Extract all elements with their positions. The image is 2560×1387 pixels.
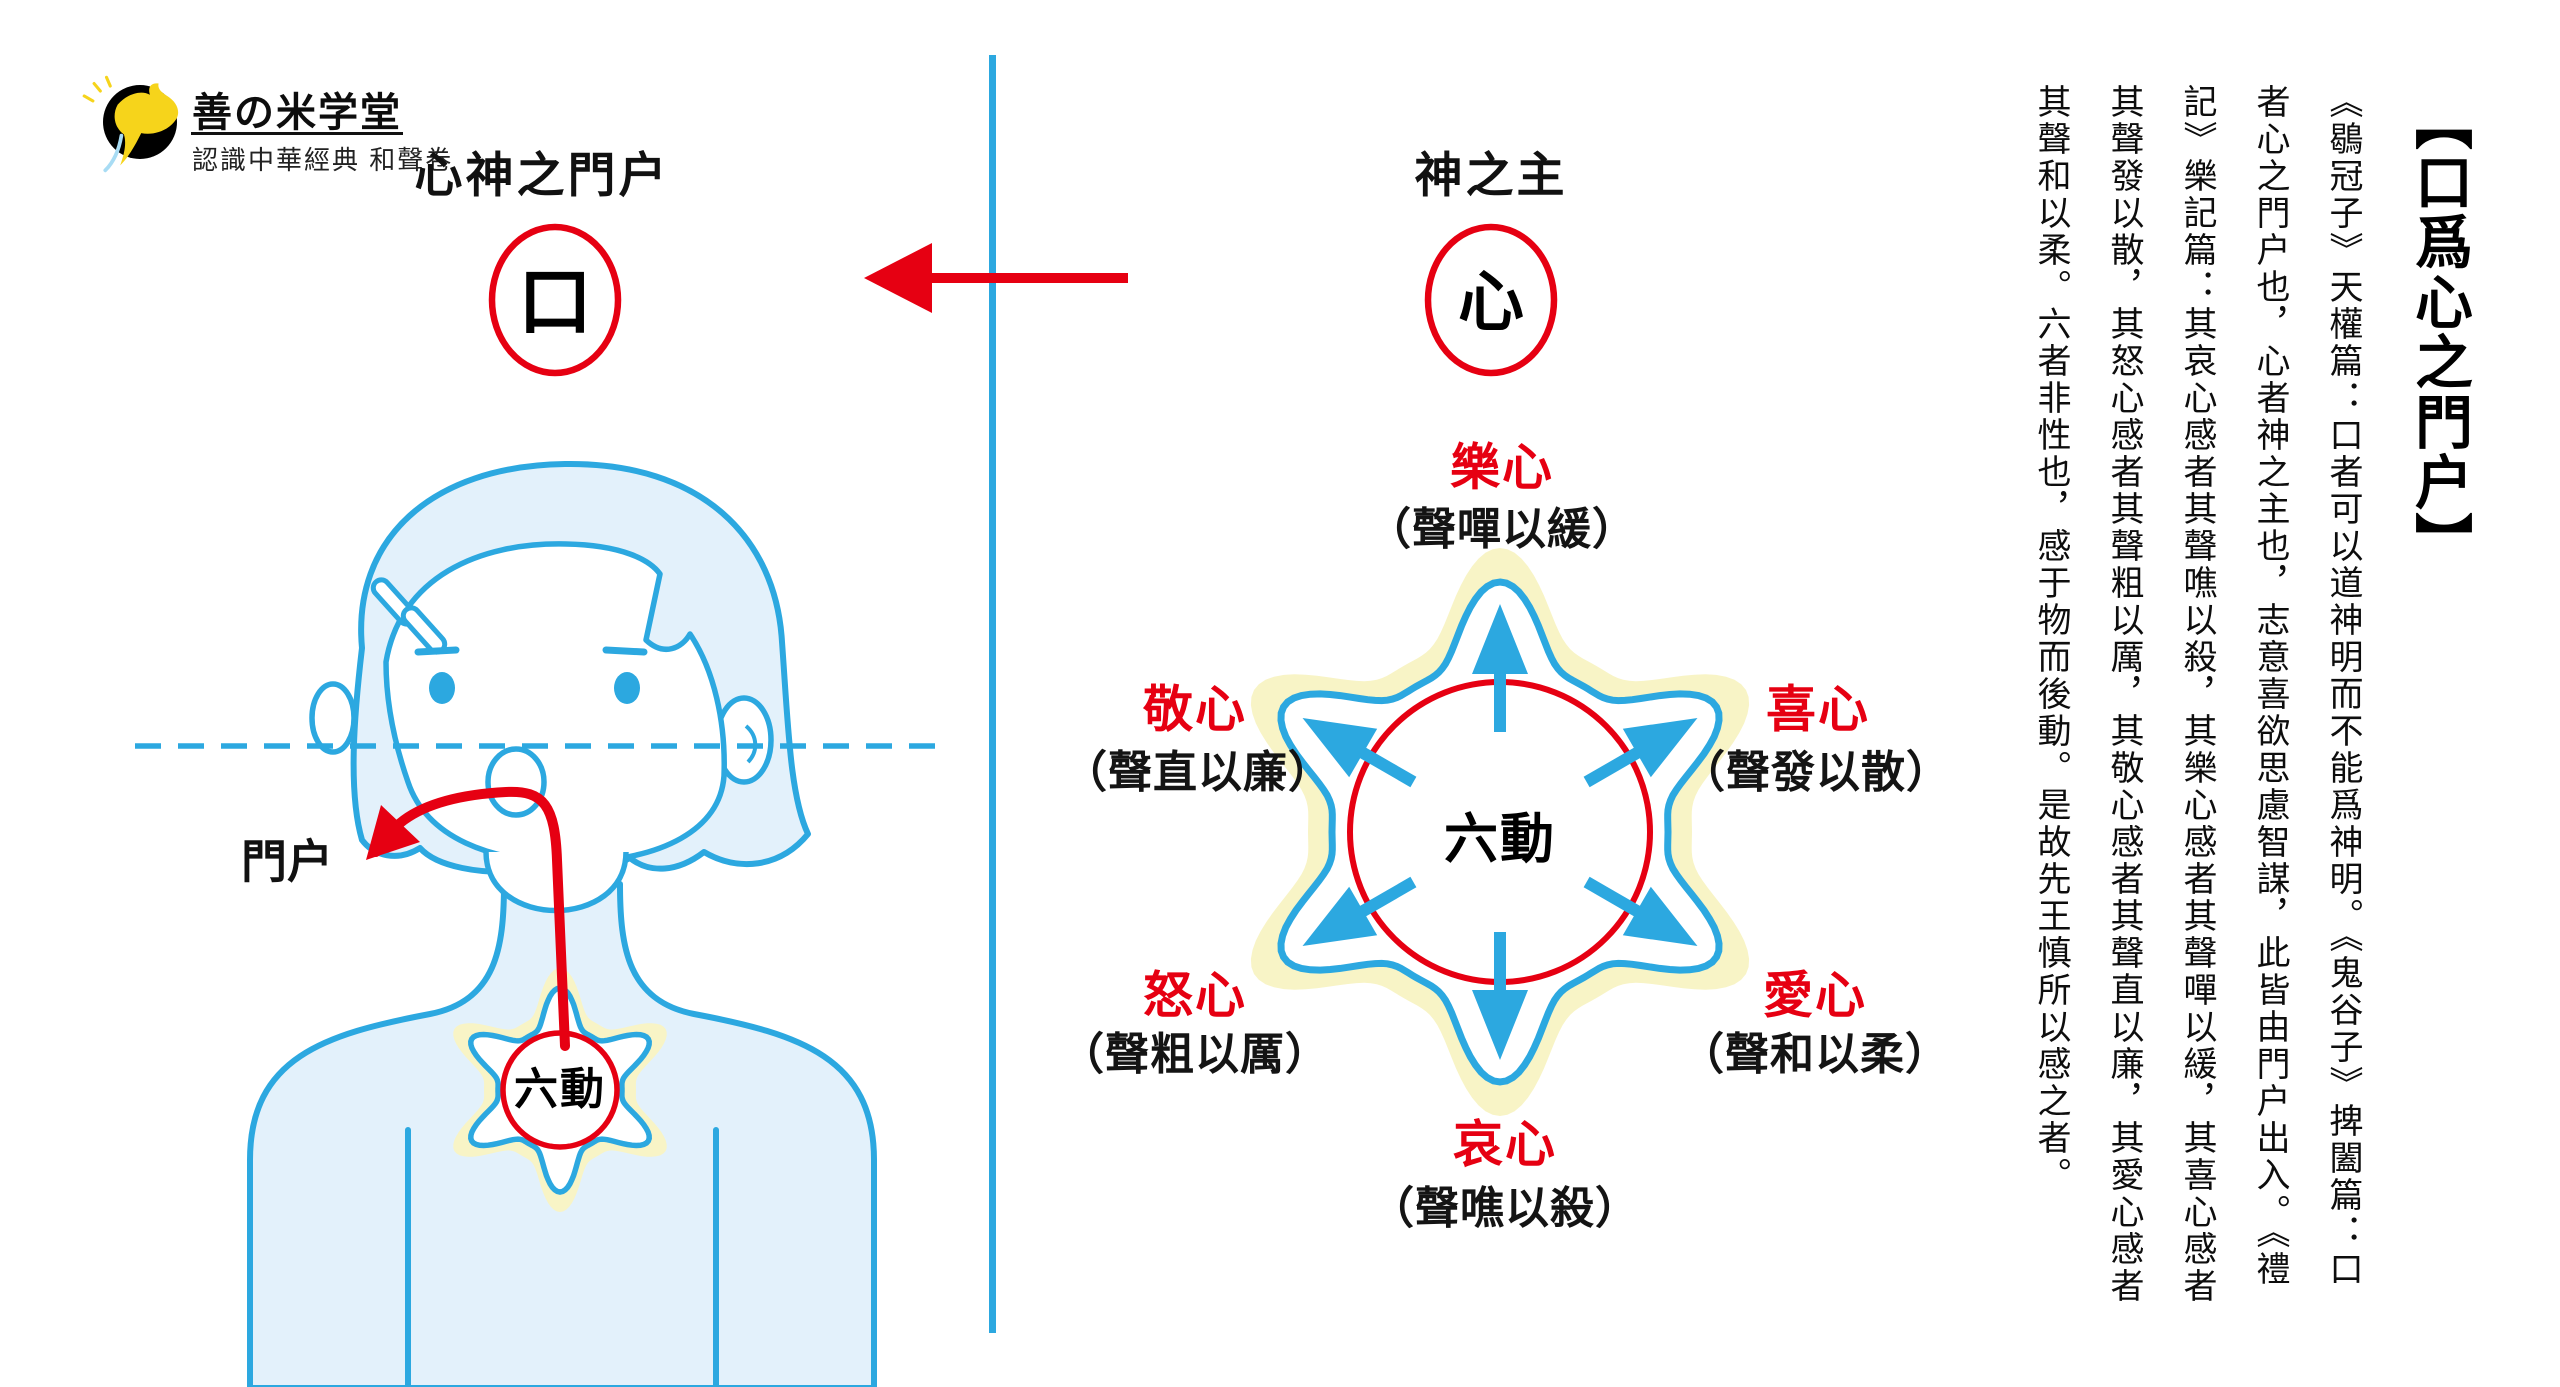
emotion-voice-top: （聲嘽以緩） (1367, 504, 1637, 554)
star-arrowhead-icon (1472, 604, 1528, 674)
girl-left-ear (309, 681, 357, 755)
girl-right-eye (614, 672, 640, 704)
star-arrows (1302, 604, 1698, 1060)
star-arrow-shaft (1583, 876, 1646, 920)
classic-column: 《鶡冠子》天權篇：口者可以道神明而不能爲神明。《鬼谷子》捭闔篇：口 (2324, 84, 2361, 1288)
star-arrowhead-icon (1622, 886, 1698, 946)
flow-curve-arrow (366, 786, 570, 1051)
mouth-glyph: 口 (518, 260, 592, 344)
poster-title: 【口爲心之門户】 (2406, 92, 2471, 572)
heart-glyph: 心 (1458, 264, 1524, 339)
emotion-voice-upper-left: （聲直以廉） (1063, 747, 1333, 797)
logo-divider (191, 132, 403, 135)
logo-bird-icon (82, 75, 179, 173)
star-arrow-shaft (1354, 744, 1417, 788)
star-core-label: 六動 (1444, 809, 1556, 870)
classic-column: 記》樂記篇：其哀心感者其聲噍以殺，其樂心感者其聲嘽以緩，其喜心感者 (2178, 84, 2215, 1305)
divider-line (989, 55, 996, 1333)
star-arrow-shaft (1583, 744, 1646, 788)
classic-column: 其聲發以散，其怒心感者其聲粗以厲，其敬心感者其聲直以廉，其愛心感者 (2105, 84, 2142, 1305)
center-caption: 神之主 (1414, 149, 1568, 203)
emotion-voice-lower-right: （聲和以柔） (1680, 1029, 1950, 1079)
classic-column: 其聲和以柔。六者非性也，感于物而後動。是故先王慎所以感之者。 (2032, 84, 2069, 1194)
gate-label: 門户 (241, 835, 333, 888)
heart-circle-frame (1424, 223, 1558, 377)
emotion-name-bottom: 哀心 (1453, 1116, 1557, 1173)
emotion-name-lower-right: 愛心 (1763, 967, 1867, 1024)
girl-arm-lines (405, 1127, 719, 1387)
logo-brand: 善の米学堂 (192, 91, 402, 135)
star-arrowhead-icon (1302, 718, 1378, 778)
star-arrow-shaft (1354, 876, 1417, 920)
girl-eyebrows (414, 646, 648, 656)
classic-column: 者心之門户也，心者神之主也，志意喜欲思慮智謀，此皆由門户出入。《禮 (2251, 84, 2288, 1288)
mouth-circle-frame (488, 223, 622, 377)
chest-star-label: 六動 (514, 1064, 606, 1114)
star-arrowhead-icon (1472, 990, 1528, 1060)
girl-left-eye (429, 672, 455, 704)
emotion-voice-bottom: （聲噍以殺） (1370, 1183, 1640, 1233)
flow-curve (371, 786, 570, 1051)
logo-mark (82, 75, 179, 173)
logo-subtitle: 認識中華經典 和聲卷 (192, 145, 454, 175)
emotion-name-lower-left: 怒心 (1143, 967, 1247, 1024)
girl-mouth-circle (485, 746, 547, 818)
left-caption: 心神之門户 (414, 149, 670, 203)
transfer-arrowhead-icon (864, 243, 932, 313)
star-arrowhead-icon (1302, 886, 1378, 946)
emotion-name-upper-right: 喜心 (1766, 681, 1870, 738)
emotion-name-top: 樂心 (1450, 439, 1554, 496)
transfer-arrow (864, 243, 1128, 313)
chest-star (453, 968, 667, 1212)
classic-quotes-block: 《鶡冠子》天權篇：口者可以道神明而不能爲神明。《鬼谷子》捭闔篇：口 者心之門户也… (2014, 84, 2379, 1305)
six-motions-star (1250, 548, 1750, 1116)
transfer-arrow-shaft (928, 273, 1128, 283)
flow-arrowhead-icon (366, 805, 420, 860)
emotion-name-upper-left: 敬心 (1143, 681, 1247, 738)
emotion-voice-lower-left: （聲粗以厲） (1060, 1029, 1330, 1079)
star-arrowhead-icon (1622, 718, 1698, 778)
emotion-voice-upper-right: （聲發以散） (1681, 747, 1951, 797)
